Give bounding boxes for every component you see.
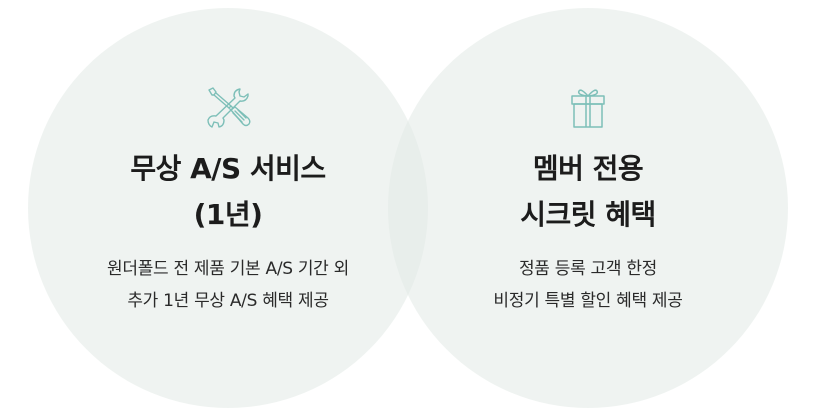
benefit-title: 무상 A/S 서비스 (1년) xyxy=(28,146,428,238)
benefit-description-line: 원더폴드 전 제품 기본 A/S 기간 외 xyxy=(107,259,349,279)
tools-icon xyxy=(204,86,252,130)
benefit-description: 원더폴드 전 제품 기본 A/S 기간 외 추가 1년 무상 A/S 혜택 제공 xyxy=(28,253,428,317)
benefit-title-line: 멤버 전용 xyxy=(532,152,644,185)
benefit-title-line: 무상 A/S 서비스 xyxy=(130,152,326,185)
benefit-circle-left xyxy=(28,8,428,408)
benefit-card-free-as: 무상 A/S 서비스 (1년) 원더폴드 전 제품 기본 A/S 기간 외 추가… xyxy=(28,0,428,419)
benefit-title-line: (1년) xyxy=(193,198,263,231)
benefit-description: 정품 등록 고객 한정 비정기 특별 할인 혜택 제공 xyxy=(388,253,788,317)
benefit-description-line: 추가 1년 무상 A/S 혜택 제공 xyxy=(127,291,329,311)
benefit-description-line: 정품 등록 고객 한정 xyxy=(518,259,658,279)
benefit-circle-right xyxy=(388,8,788,408)
benefit-title: 멤버 전용 시크릿 혜택 xyxy=(388,146,788,238)
gift-icon xyxy=(564,86,612,130)
benefit-description-line: 비정기 특별 할인 혜택 제공 xyxy=(493,291,683,311)
benefit-card-member-secret: 멤버 전용 시크릿 혜택 정품 등록 고객 한정 비정기 특별 할인 혜택 제공 xyxy=(388,0,788,419)
benefit-title-line: 시크릿 혜택 xyxy=(520,198,656,231)
